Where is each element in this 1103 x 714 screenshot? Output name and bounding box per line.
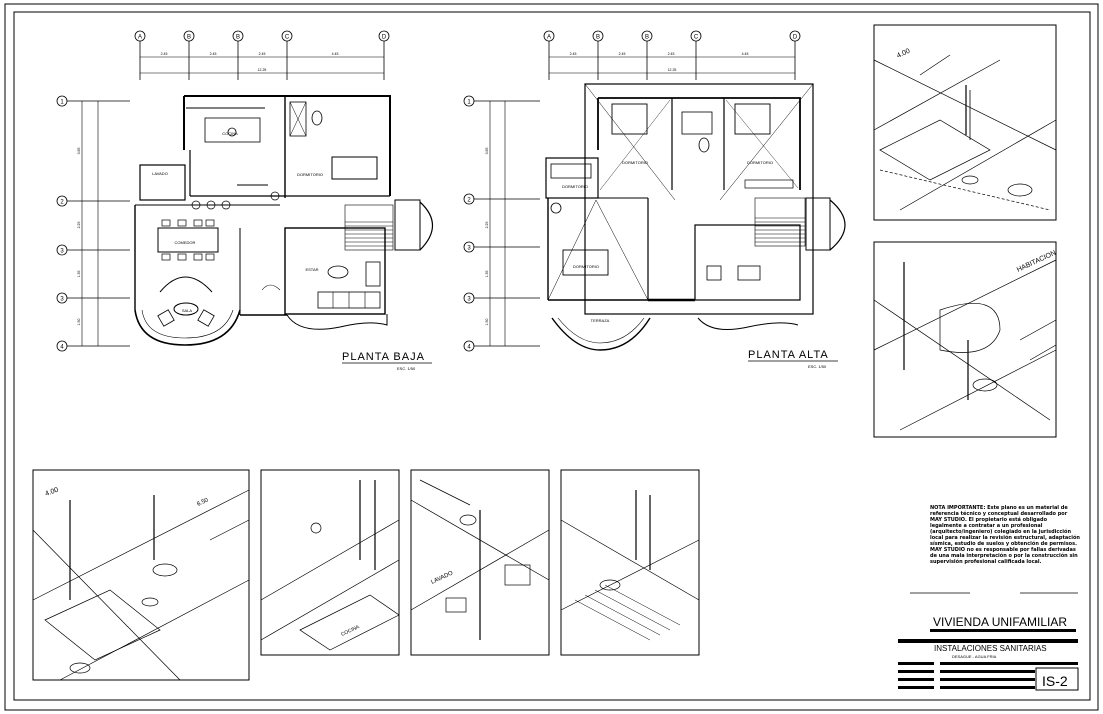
ground-dining-table (157, 227, 219, 253)
iso-panel-bottom-3 (410, 469, 550, 656)
side-dimension: 2.25 (485, 222, 489, 229)
top-dimension: 2.45 (619, 52, 626, 56)
top-dimension-total: 12.25 (258, 68, 267, 72)
upper-room-label: DORMITORIO (573, 264, 599, 269)
iso-panel-right-mid (873, 241, 1057, 438)
column-axis-label: A (547, 35, 551, 41)
row-axis-label: 2 (60, 200, 64, 206)
side-dimension: 2.25 (77, 222, 81, 229)
column-axis-label: D (793, 35, 798, 41)
ground-plan-scale: ESC. 1/50 (397, 366, 416, 371)
column-axis-label: B (596, 35, 600, 41)
sheet-outer-border (4, 3, 1099, 711)
ground-bed (331, 156, 378, 180)
upper-room-label: DORMITORIO (622, 160, 648, 165)
row-axis-label: 3 (467, 297, 471, 303)
ground-plan-title: PLANTA BAJA (342, 351, 425, 363)
ground-room-label: COCINA (222, 131, 238, 136)
ground-terrace (286, 314, 388, 330)
column-axis-label: A (138, 35, 142, 41)
upper-column-axes (543, 30, 801, 80)
column-axis-label: C (694, 35, 699, 41)
upper-room-label: DORMITORIO (562, 184, 588, 189)
row-axis-label: 1 (467, 100, 471, 106)
row-axis-label: 1 (60, 100, 64, 106)
ground-room-label: LAVADO (152, 171, 168, 176)
upper-stairs (754, 197, 806, 247)
upper-floor-plan (463, 30, 846, 352)
iso-label-habitacion: HABITACION (1016, 250, 1057, 274)
ground-floor-plan (56, 30, 434, 352)
title-block: VIVIENDA UNIFAMILIAR INSTALACIONES SANIT… (898, 615, 1079, 691)
iso-panel-bottom-4 (560, 469, 700, 656)
note-heading: NOTA IMPORTANTE: (930, 505, 986, 511)
row-axis-label: 3 (60, 249, 64, 255)
row-axis-label: 4 (60, 345, 64, 351)
ground-row-axes (56, 95, 130, 352)
column-axis-label: D (382, 35, 387, 41)
top-dimension: 4.45 (742, 52, 749, 56)
upper-row-axes (463, 95, 540, 352)
upper-room-label: DORMITORIO (747, 160, 773, 165)
upper-side-balcony (829, 199, 846, 251)
important-note: NOTA IMPORTANTE: Este plano es un materi… (930, 505, 1080, 565)
ground-bay-window (134, 309, 241, 346)
iso-label-lavado: LAVADO (430, 570, 454, 585)
side-dimension: 1.50 (77, 319, 81, 326)
project-name: VIVIENDA UNIFAMILIAR (933, 615, 1067, 629)
row-axis-label: 3 (467, 246, 471, 252)
side-dimension: 1.35 (77, 271, 81, 278)
iso-panel-right-top (873, 24, 1057, 221)
upper-bay-window (551, 317, 651, 351)
note-text: Este plano es un material de referencia … (930, 505, 1080, 565)
row-axis-label: 3 (60, 297, 64, 303)
column-axis-label: C (285, 35, 290, 41)
top-dimension-total: 12.25 (668, 68, 677, 72)
iso-panel-bottom-1 (32, 469, 250, 681)
side-dimension: 3.85 (77, 148, 81, 155)
column-axis-label: B (645, 35, 649, 41)
sheet-subtitle-small: DESAGUE - AGUA FRIA (952, 654, 997, 659)
ground-side-balcony (419, 201, 434, 251)
iso-panel-bottom-2 (260, 469, 400, 656)
iso-label-b: 4.00 (44, 487, 59, 498)
sheet-inner-border (13, 11, 1091, 701)
upper-walls (545, 97, 801, 302)
iso-label-a: 4.00 (896, 48, 911, 60)
ground-room-label: SALA (182, 308, 193, 313)
iso-label-c: 6.50 (196, 497, 210, 508)
top-dimension: 2.45 (668, 52, 675, 56)
ground-room-label: ESTAR (305, 267, 318, 272)
ground-top-dimensions (140, 56, 384, 74)
top-dimension: 2.45 (161, 52, 168, 56)
ground-room-label: DORMITORIO (297, 172, 323, 177)
ground-column-axes (134, 30, 390, 80)
sheet-code: IS-2 (1042, 673, 1068, 689)
row-axis-label: 4 (467, 345, 471, 351)
title-block-rows (898, 662, 1078, 689)
ground-stairs (344, 204, 394, 251)
side-dimension: 1.35 (485, 271, 489, 278)
ground-room-label: COMEDOR (175, 240, 196, 245)
upper-plan-scale: ESC. 1/50 (808, 364, 827, 369)
upper-room-label: TERRAZA (591, 318, 610, 323)
top-dimension: 2.45 (259, 52, 266, 56)
row-axis-label: 2 (467, 198, 471, 204)
top-dimension: 4.45 (332, 52, 339, 56)
sheet-subtitle: INSTALACIONES SANITARIAS (934, 644, 1047, 653)
ground-walls (134, 95, 391, 316)
side-dimension: 3.85 (485, 148, 489, 155)
column-axis-label: B (236, 35, 240, 41)
upper-roof-outline (584, 83, 814, 315)
top-dimension: 2.45 (570, 52, 577, 56)
upper-top-dimensions (549, 56, 795, 74)
upper-plan-title: PLANTA ALTA (748, 349, 829, 361)
ground-coffee-table (173, 302, 199, 316)
side-dimension: 1.50 (485, 319, 489, 326)
top-dimension: 2.45 (210, 52, 217, 56)
column-axis-label: B (187, 35, 191, 41)
